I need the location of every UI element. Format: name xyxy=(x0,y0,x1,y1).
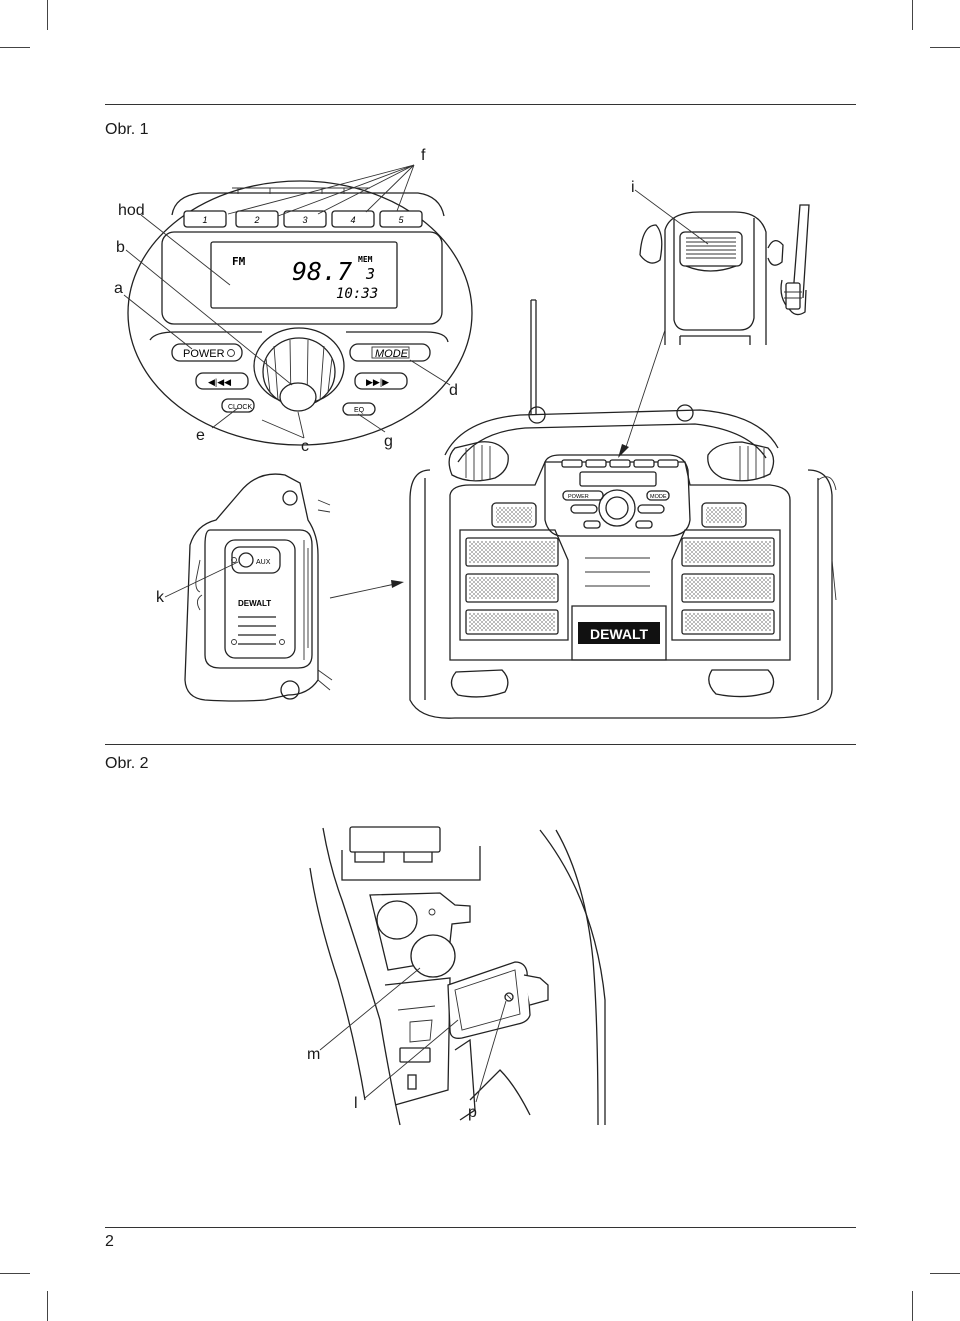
callout-g: g xyxy=(384,433,393,450)
crop-mark xyxy=(0,1273,30,1274)
arrow-head xyxy=(391,580,404,588)
preset-buttons: 1 2 3 4 5 xyxy=(183,210,423,228)
top-rule xyxy=(105,104,856,105)
crop-mark xyxy=(47,1291,48,1321)
preset-label: 1 xyxy=(202,215,207,225)
middle-rule xyxy=(105,744,856,745)
front-power-label: POWER xyxy=(568,494,589,500)
mode-button[interactable] xyxy=(349,343,431,362)
crop-mark xyxy=(0,47,30,48)
arrow-line xyxy=(624,329,666,451)
callout-k: k xyxy=(156,589,164,606)
front-lcd xyxy=(579,471,657,487)
page-number: 2 xyxy=(105,1233,114,1250)
preset-button[interactable] xyxy=(183,210,227,228)
callout-p: p xyxy=(468,1104,477,1121)
bottom-rule xyxy=(105,1227,856,1228)
preset-button[interactable] xyxy=(235,210,279,228)
preset-button[interactable] xyxy=(379,210,423,228)
callout-f: f xyxy=(421,147,426,164)
callout-a: a xyxy=(114,280,123,297)
preset-label: 2 xyxy=(253,215,259,225)
preset-label: 5 xyxy=(398,215,404,225)
power-label: POWER xyxy=(183,348,225,360)
callout-i: i xyxy=(631,179,635,196)
lcd-band: FM xyxy=(232,255,246,268)
preset-button[interactable] xyxy=(331,210,375,228)
radio-front-view: POWER MODE xyxy=(409,299,837,719)
radio-side-view: AUX DEWALT xyxy=(164,473,333,702)
lcd-frequency: 98.7 xyxy=(292,257,352,286)
front-mode-label: MODE xyxy=(650,494,667,500)
tuning-knob[interactable] xyxy=(253,327,345,412)
power-icon xyxy=(227,349,235,357)
crop-mark xyxy=(930,47,960,48)
brand-logo-badge xyxy=(578,622,660,644)
clock-label: CLOCK xyxy=(228,404,252,411)
crop-mark xyxy=(912,0,913,30)
callout-l: l xyxy=(354,1095,358,1112)
crop-mark xyxy=(930,1273,960,1274)
eq-label: EQ xyxy=(354,407,365,414)
figure-1-label: Obr. 1 xyxy=(105,121,149,138)
brand-logo-side: DEWALT xyxy=(238,599,271,608)
callout-hod: hod xyxy=(118,202,145,219)
clock-button[interactable] xyxy=(221,398,255,413)
next-icon: ▶▶|▶ xyxy=(366,377,389,387)
callout-b: b xyxy=(116,239,125,256)
lcd-memory-number: 3 xyxy=(365,265,375,283)
aux-jack[interactable] xyxy=(238,552,254,568)
lcd-clock: 10:33 xyxy=(336,286,378,302)
power-button[interactable] xyxy=(171,343,243,362)
aux-label: AUX xyxy=(256,559,271,566)
control-panel-closeup: 1 2 3 4 5 FM 98.7 MEM 3 10:33 POWER MODE xyxy=(123,164,473,446)
figure-2-illustration xyxy=(309,826,606,1126)
callout-m: m xyxy=(307,1046,321,1063)
lcd-screen xyxy=(210,241,398,309)
preset-label: 4 xyxy=(350,215,355,225)
preset-label: 3 xyxy=(302,215,307,225)
crop-mark xyxy=(912,1291,913,1321)
arrow-line xyxy=(329,583,396,599)
crop-mark xyxy=(47,0,48,30)
preset-button[interactable] xyxy=(283,210,327,228)
callout-d: d xyxy=(449,382,458,399)
mode-label: MODE xyxy=(375,348,409,360)
handle-closeup xyxy=(634,189,810,345)
arrow-head xyxy=(618,444,629,458)
previous-icon: ◀|◀◀ xyxy=(208,377,231,387)
next-button[interactable] xyxy=(354,372,408,390)
callout-c: c xyxy=(301,438,309,455)
lcd-memory-label: MEM xyxy=(358,255,373,264)
brand-logo-front: DEWALT xyxy=(590,626,649,642)
callout-e: e xyxy=(196,427,205,444)
figure-2-label: Obr. 2 xyxy=(105,755,149,772)
previous-button[interactable] xyxy=(195,372,249,390)
